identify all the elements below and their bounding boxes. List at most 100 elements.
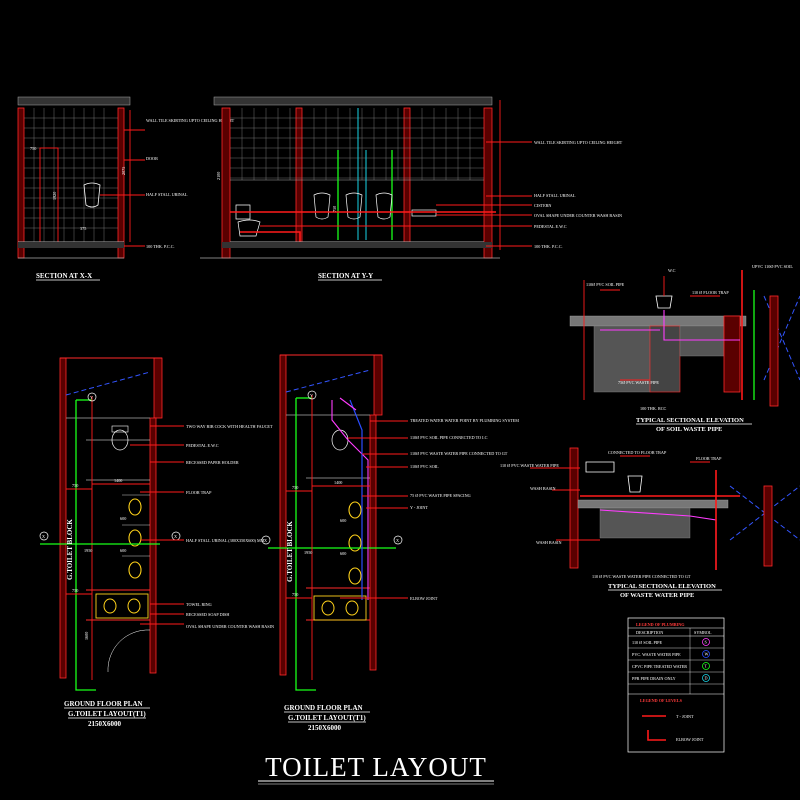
plan-left-note-ewc: PEDESTAL E.W.C xyxy=(186,443,219,448)
plan-right-wc-icon xyxy=(331,429,349,451)
plan-left-block-label: G.TOILET BLOCK xyxy=(66,519,74,580)
plan-left-note-towel: TOWEL RING xyxy=(186,602,212,607)
plan-right-axis-right: X xyxy=(396,538,399,543)
plan-left: Y X X 1400 750 1950 750 600 600 1600 G.T… xyxy=(39,357,274,728)
legend-row-3-symbol: D xyxy=(705,676,708,681)
plan-left-dim-600a: 600 xyxy=(120,516,126,521)
plan-left-dim-750b: 750 xyxy=(72,588,78,593)
plan-left-urinals xyxy=(128,498,142,579)
plan-right-basin-1-icon xyxy=(321,600,335,616)
waste-note-basin2: WASH BASIN xyxy=(536,540,561,545)
soil-note-0: 110Ø PVC SOIL PIPE xyxy=(586,282,625,287)
yy-note-ewc: PEDESTAL E.W.C xyxy=(534,224,567,229)
wc-icon xyxy=(235,204,261,237)
legend-soil-symbol-icon xyxy=(702,638,710,646)
plan-right-dim-600a: 600 xyxy=(340,518,346,523)
legend-title-plumbing: LEGEND OF PLUMBING xyxy=(636,622,685,627)
plan-right-basin-2-icon xyxy=(345,600,359,616)
soil-wc-icon xyxy=(655,295,673,309)
xx-dim-1920: 1920 xyxy=(52,192,57,200)
soil-note-wc: W.C xyxy=(668,268,676,273)
xx-note-tile: WALL TILE SKIRTING UPTO CEILING HEIGHT xyxy=(146,118,235,123)
plan-right-note-elbow: ELBOW JOINT xyxy=(410,596,438,601)
xx-note-pcc: 100 THK. P.C.C. xyxy=(146,244,175,249)
plan-right-note-yjoint: Y - JOINT xyxy=(410,505,428,510)
yy-dim-2100: 2100 xyxy=(216,172,221,180)
plan-right-grid-label: Y xyxy=(310,393,313,398)
elbow-joint-icon xyxy=(647,730,666,741)
drawing-title: TOILET LAYOUT xyxy=(265,752,487,782)
plan-right-note-spacing: 75 Ø PVC WASTE PIPE SPACING xyxy=(410,493,471,498)
section-xx-title: SECTION AT X-X xyxy=(36,272,92,280)
yy-note-tile: WALL TILE SKIRTING UPTO CEILING HEIGHT xyxy=(534,140,623,145)
yy-note-basin: OVAL SHAPE UNDER COUNTER WASH BASIN xyxy=(534,213,622,218)
waste-wc-icon xyxy=(627,475,643,493)
soil-note-waste: 75Ø PVC WASTE PIPE xyxy=(618,380,659,385)
plan-left-wc-icon xyxy=(111,429,129,451)
soil-section-subtitle: OF SOIL WASTE PIPE xyxy=(656,426,722,433)
plan-right-note-treated: TREATED WATER WATER POINT BY PLUMBING SY… xyxy=(410,418,519,423)
plan-right-dim-1950: 1950 xyxy=(304,550,312,555)
section-xx: WALL TILE SKIRTING UPTO CEILING HEIGHT D… xyxy=(17,96,235,281)
yy-note-cistern: CISTERN xyxy=(534,203,551,208)
plan-right-axis-left: X xyxy=(264,538,267,543)
legend-col-desc: DESCRIPTION xyxy=(636,630,663,635)
soil-note-trap: 110 Ø FLOOR TRAP xyxy=(692,290,729,295)
xx-dim-2075: 2075 xyxy=(121,167,126,175)
urinal-3-icon xyxy=(375,192,393,220)
plan-right-note-soil2: 110Ø PVC SOIL xyxy=(410,464,439,469)
plan-right-dim-750b: 750 xyxy=(292,592,298,597)
plan-right-note-soil: 110Ø PVC SOIL PIPE CONNECTED TO I.C xyxy=(410,435,488,440)
xx-dim-375: 375 xyxy=(80,226,86,231)
legend-level-0: T - JOINT xyxy=(676,714,694,719)
legend-title-levels: LEGEND OF LEVELS xyxy=(640,698,683,703)
plan-right-note-waste: 110Ø PVC WASTE WATER PIPE CONNECTED TO G… xyxy=(410,451,508,456)
waste-basin-icon xyxy=(585,461,615,473)
legend-waste-symbol-icon xyxy=(702,650,710,658)
soil-note-upvc: UPVC 110Ø PVC SOIL xyxy=(752,264,793,269)
plan-left-dim-1600: 1600 xyxy=(84,632,89,640)
legend-row-0-desc: 110 Ø SOIL PIPE xyxy=(632,640,662,645)
wash-basin-icon xyxy=(411,209,437,217)
plan-left-note-bibcock: TWO WAY BIB COCK WITH HEALTH FAUCET xyxy=(186,424,273,429)
plan-left-subtitle: G.TOILET LAYOUT(T1) xyxy=(68,710,146,718)
plan-left-dim-1400: 1400 xyxy=(114,478,122,483)
plan-left-basin-2-icon xyxy=(127,598,141,614)
plan-right-dim-600b: 600 xyxy=(340,551,346,556)
waste-section-title: TYPICAL SECTIONAL ELEVATION xyxy=(608,583,716,590)
yy-note-pcc: 100 THK. P.C.C. xyxy=(534,244,563,249)
waste-section-subtitle: OF WASTE WATER PIPE xyxy=(620,592,694,599)
urinal-2-icon xyxy=(345,192,363,220)
plan-right-dim-750a: 750 xyxy=(292,485,298,490)
plan-right-dim-1400: 1400 xyxy=(334,480,342,485)
waste-note-0: 110 Ø PVC WASTE WATER PIPE xyxy=(500,463,559,468)
soil-note-rcc: 100 THK. RCC xyxy=(640,406,667,411)
plan-right-urinals xyxy=(348,501,362,585)
plan-right-subtitle: G.TOILET LAYOUT(T1) xyxy=(288,714,366,722)
section-yy: WALL TILE SKIRTING UPTO CEILING HEIGHT H… xyxy=(200,96,623,281)
waste-note-basin: WASH BASIN xyxy=(530,486,555,491)
waste-note-gt: 110 Ø PVC WASTE WATER PIPE CONNECTED TO … xyxy=(592,574,691,579)
urinal-icon xyxy=(83,182,101,208)
plan-left-basin-1-icon xyxy=(103,598,117,614)
plan-left-grid-label: Y xyxy=(90,395,93,400)
xx-note-urinal: HALF STALL URINAL xyxy=(146,192,188,197)
legend-treated-symbol-icon xyxy=(702,662,710,670)
yy-dim-750: 750 xyxy=(332,206,337,212)
plan-right-title: GROUND FLOOR PLAN xyxy=(284,704,363,712)
plan-left-dim-750a: 750 xyxy=(72,483,78,488)
legend-col-symbol: SYMBOL xyxy=(694,630,712,635)
plan-left-note-floortrap: FLOOR TRAP xyxy=(186,490,212,495)
legend-row-1-desc: PVC. WASTE WATER PIPE xyxy=(632,652,681,657)
legend-level-1: ELBOW JOINT xyxy=(676,737,704,742)
yy-note-urinal: HALF STALL URINAL xyxy=(534,193,576,198)
legend: LEGEND OF PLUMBING DESCRIPTION SYMBOL 11… xyxy=(627,617,725,753)
urinal-1-icon xyxy=(313,192,331,220)
section-yy-title: SECTION AT Y-Y xyxy=(318,272,373,280)
plan-left-axis-left: X xyxy=(42,534,45,539)
plan-right: Y X X 1400 750 1950 750 600 600 G.TOILET… xyxy=(261,354,519,732)
plan-left-dim-600b: 600 xyxy=(120,548,126,553)
plan-left-note-paper: RECESSED PAPER HOLDER xyxy=(186,460,239,465)
waste-note-trap: FLOOR TRAP xyxy=(696,456,722,461)
